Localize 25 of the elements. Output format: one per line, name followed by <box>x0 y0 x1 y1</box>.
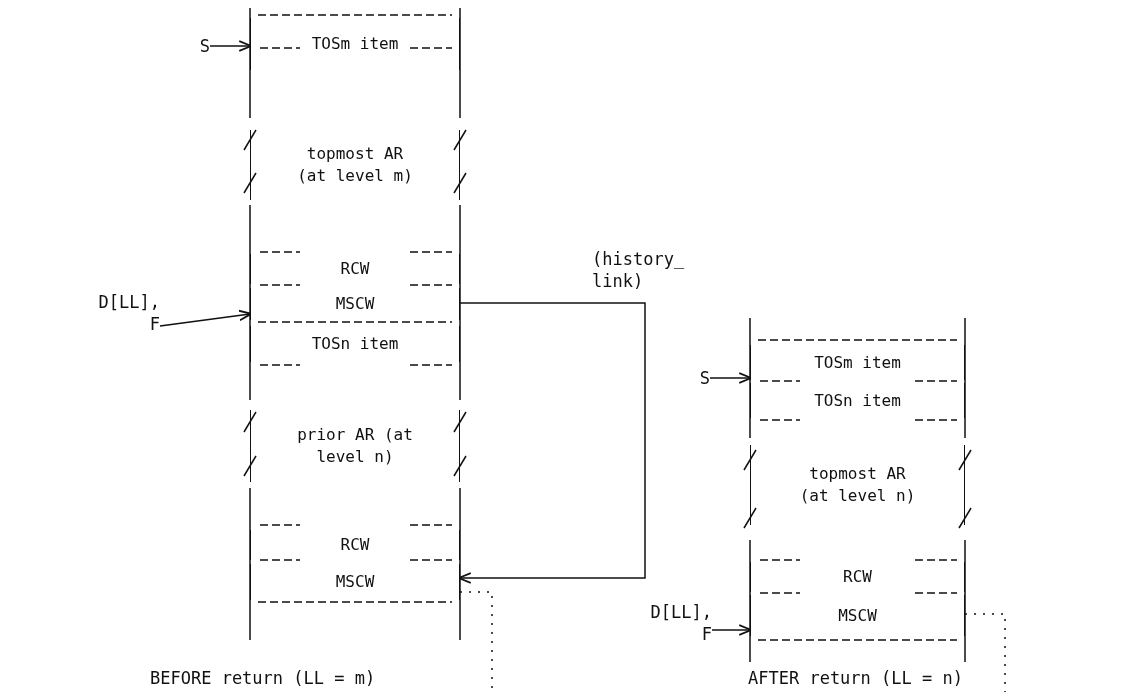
stack-entry: MSCW <box>250 288 460 320</box>
stack-entry: MSCW <box>750 595 965 636</box>
pointer-label: S <box>699 366 710 390</box>
dotted-line <box>964 613 1006 693</box>
stack-entry: RCW <box>250 254 460 284</box>
arrow <box>711 624 753 636</box>
caption: AFTER return (LL = n) <box>748 668 963 688</box>
arrow <box>709 372 753 384</box>
stack-entry: RCW <box>750 562 965 592</box>
stack-entry: topmost AR (at level m) <box>250 130 460 200</box>
stack-entry: MSCW <box>250 564 460 600</box>
stack-entry: TOSn item <box>250 326 460 362</box>
pointer-label: D[LL], F <box>640 598 712 648</box>
pointer-label: S <box>199 34 210 58</box>
arrow <box>159 309 253 327</box>
pointer-label: D[LL], F <box>88 288 160 338</box>
stack-entry: prior AR (at level n) <box>250 410 460 482</box>
stack-entry: RCW <box>250 530 460 560</box>
stack-entry: TOSn item <box>750 383 965 418</box>
stack-entry: topmost AR (at level n) <box>750 445 965 525</box>
stack-entry: TOSm item <box>250 18 460 70</box>
arrow <box>209 40 253 52</box>
caption: BEFORE return (LL = m) <box>150 668 376 688</box>
stack-entry: TOSm item <box>750 345 965 380</box>
arrow <box>457 302 646 584</box>
